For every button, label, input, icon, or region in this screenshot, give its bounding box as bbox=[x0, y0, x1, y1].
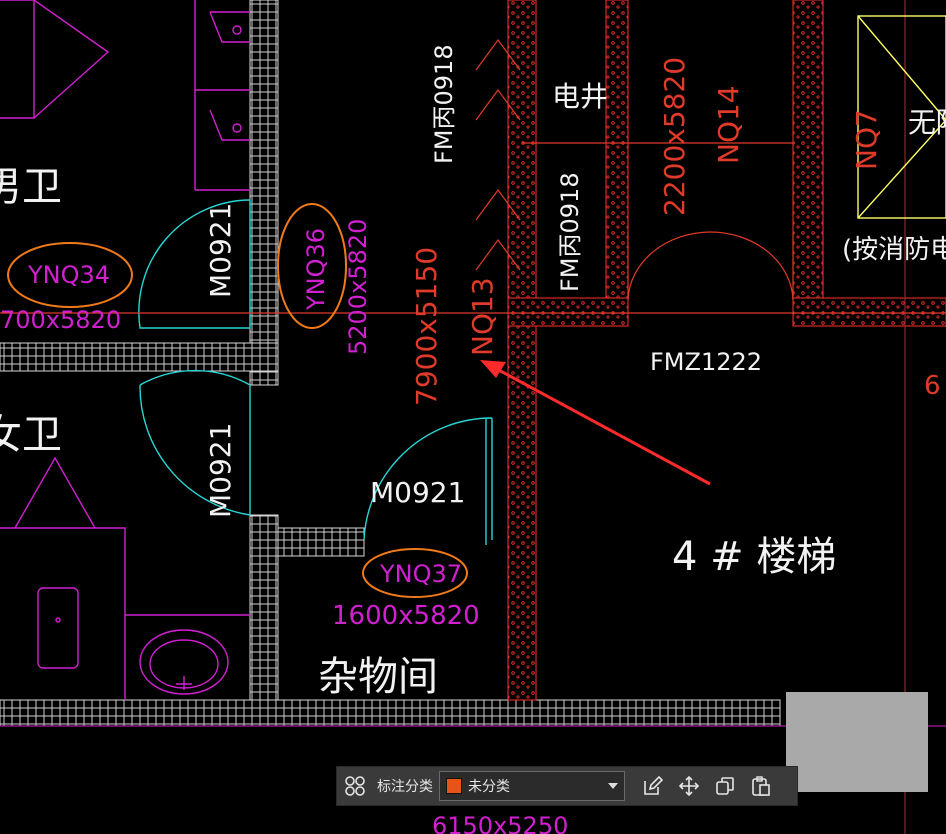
grey-selection-box bbox=[786, 692, 928, 792]
white-walls bbox=[0, 0, 781, 727]
label-storage: 杂物间 bbox=[318, 654, 438, 700]
barrier-free-box bbox=[857, 15, 946, 219]
label-nq14: NQ14 bbox=[712, 85, 745, 164]
label-women-toilet: 女卫 bbox=[0, 412, 62, 458]
category-select-value: 未分类 bbox=[468, 779, 510, 795]
label-barrier-free: 无障 bbox=[908, 106, 946, 139]
annotation-toolbar: 标注分类 未分类 bbox=[336, 766, 798, 806]
label-fm-b: FM丙0918 bbox=[556, 172, 584, 292]
paste-icon[interactable] bbox=[743, 768, 779, 804]
category-select[interactable]: 未分类 bbox=[439, 771, 625, 801]
edit-icon[interactable] bbox=[635, 768, 671, 804]
red-walls bbox=[507, 0, 946, 701]
label-m0921-a: M0921 bbox=[204, 203, 237, 298]
grid-icon[interactable] bbox=[337, 768, 373, 804]
label-dim-5200: 5200x5820 bbox=[344, 219, 372, 355]
label-fmz: FMZ1222 bbox=[650, 348, 762, 376]
label-ynq34: YNQ34 bbox=[27, 261, 110, 289]
label-partial-6: 6 bbox=[924, 371, 941, 401]
label-men-toilet: 男卫 bbox=[0, 164, 62, 210]
label-m0921-b: M0921 bbox=[204, 423, 237, 518]
label-fm-a: FM丙0918 bbox=[430, 44, 458, 164]
category-color-swatch bbox=[446, 778, 462, 794]
chevron-down-icon bbox=[608, 783, 618, 789]
cad-labels: 男卫 女卫 杂物间 4 # 楼梯 电井 无障 (按消防电 FMZ1222 M09… bbox=[0, 44, 946, 834]
annotation-marks bbox=[7, 203, 468, 598]
label-electric-well: 电井 bbox=[552, 80, 608, 113]
edit-icon-glyph bbox=[644, 775, 664, 795]
copy-icon[interactable] bbox=[707, 768, 743, 804]
copy-icon-glyph bbox=[716, 777, 734, 795]
category-label: 标注分类 bbox=[377, 779, 433, 795]
label-nq13: NQ13 bbox=[466, 277, 499, 356]
label-dim-6150: 6150x5250 bbox=[432, 812, 568, 834]
grid-icon-glyph bbox=[345, 776, 365, 796]
move-icon-glyph bbox=[678, 775, 700, 797]
paste-icon-glyph bbox=[752, 776, 770, 796]
label-ynq36: YNQ36 bbox=[302, 228, 330, 311]
label-nq7: NQ7 bbox=[850, 109, 883, 170]
label-ynq37: YNQ37 bbox=[379, 560, 462, 588]
label-dim-7900: 7900x5150 bbox=[410, 247, 443, 406]
label-dim-1600: 1600x5820 bbox=[332, 601, 480, 631]
label-fire-note: (按消防电 bbox=[842, 235, 946, 265]
label-dim-700: 700x5820 bbox=[0, 306, 121, 334]
doors bbox=[138, 199, 493, 545]
move-icon[interactable] bbox=[671, 768, 707, 804]
label-dim-2200: 2200x5820 bbox=[658, 57, 691, 216]
red-arrow bbox=[480, 360, 711, 486]
label-m0921-c: M0921 bbox=[370, 476, 465, 509]
label-stair: 4 # 楼梯 bbox=[672, 534, 836, 580]
